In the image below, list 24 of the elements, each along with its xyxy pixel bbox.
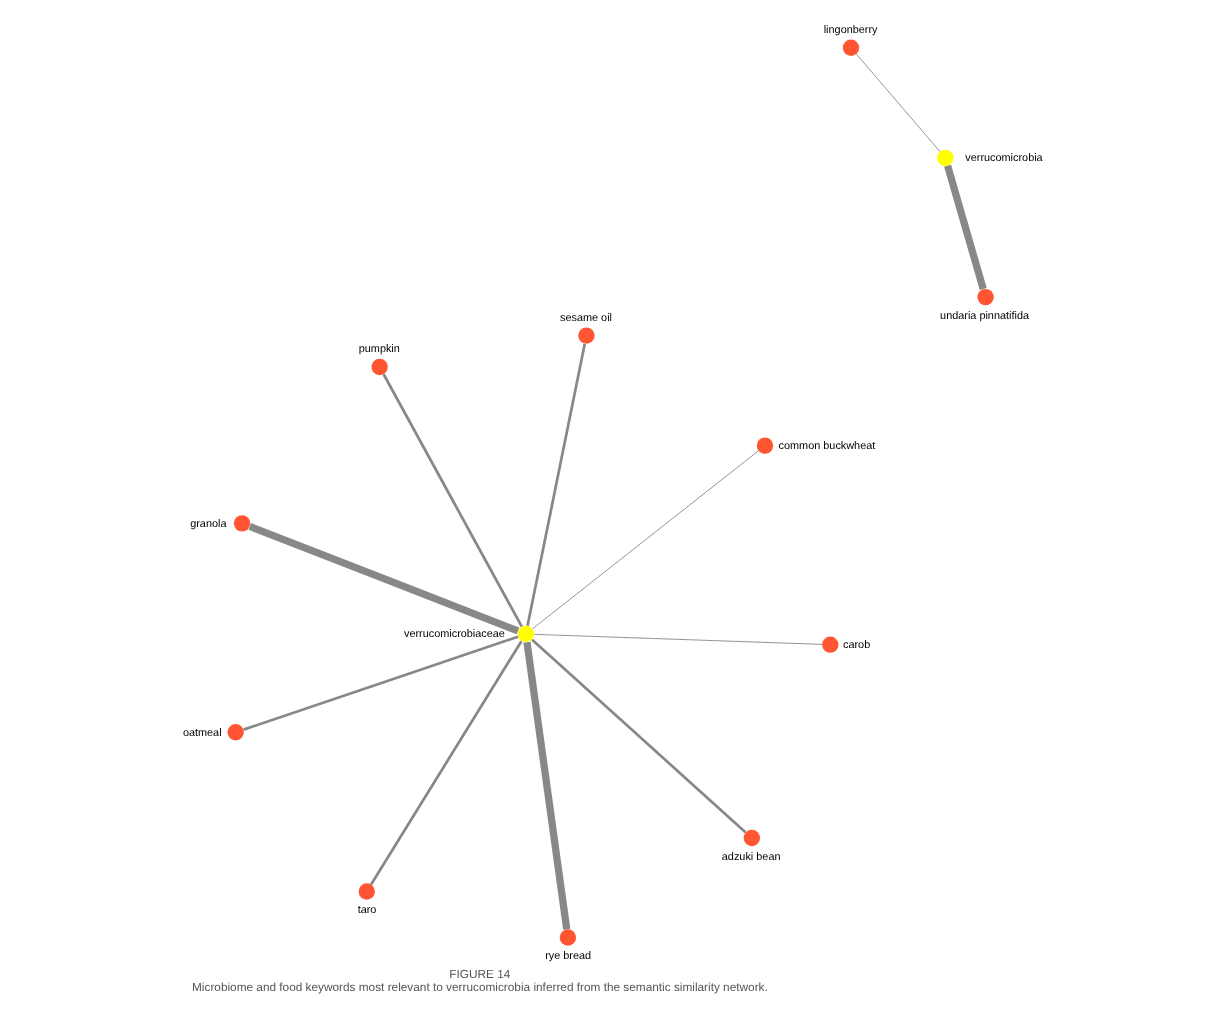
node-circle (936, 149, 953, 167)
node-circle (357, 883, 374, 900)
node-circle (821, 636, 838, 653)
connector (943, 164, 986, 290)
connector (530, 638, 746, 834)
node-circle (976, 288, 993, 306)
node-circle (577, 327, 594, 344)
connector (855, 53, 940, 153)
connector (525, 343, 586, 627)
connector (368, 640, 522, 886)
connector (381, 373, 522, 628)
node-circle (558, 929, 576, 946)
connector (247, 523, 519, 635)
node-circle (755, 437, 773, 454)
node-circle (516, 625, 534, 643)
node-circle (232, 515, 250, 532)
node-circle (226, 724, 243, 741)
connector (242, 635, 518, 731)
node-circle (742, 829, 760, 847)
node-circle (370, 358, 387, 376)
connector (531, 450, 758, 630)
connector (522, 641, 570, 930)
connector (532, 633, 822, 645)
node-circle (841, 39, 859, 56)
